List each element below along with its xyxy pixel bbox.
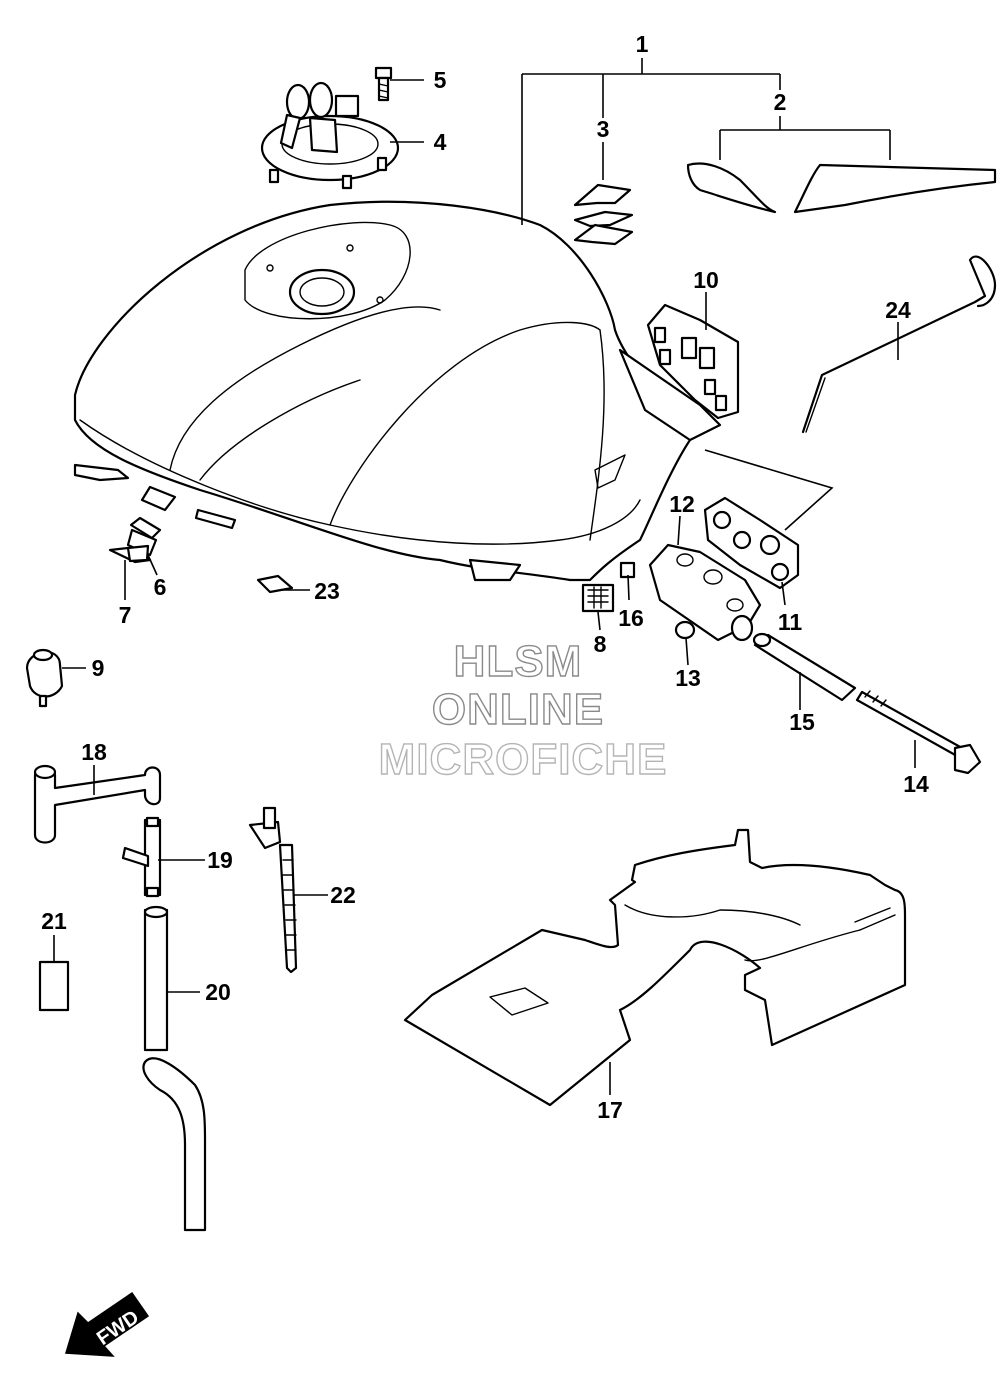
fuel-cap[interactable] xyxy=(260,81,400,190)
callout-10: 10 xyxy=(693,267,719,293)
nut[interactable] xyxy=(674,620,696,640)
callout-23: 23 xyxy=(314,578,340,604)
grommet[interactable] xyxy=(126,516,162,557)
tee-joint[interactable] xyxy=(121,816,162,898)
callout-16: 16 xyxy=(618,605,644,631)
callout-18: 18 xyxy=(81,739,107,765)
fuel-tank[interactable] xyxy=(73,200,722,582)
callout-9: 9 xyxy=(92,655,105,681)
callout-7: 7 xyxy=(119,602,132,628)
callout-2: 2 xyxy=(774,89,787,115)
watermark: HLSM ONLINE MICROFICHE xyxy=(378,636,668,784)
damper-cap[interactable] xyxy=(25,648,64,708)
callout-19: 19 xyxy=(207,847,233,873)
callout-21: 21 xyxy=(41,908,67,934)
rubber-pad[interactable] xyxy=(581,583,615,613)
callout-8: 8 xyxy=(594,631,607,657)
watermark-line-1: HLSM xyxy=(454,637,583,686)
clip-nut[interactable] xyxy=(619,561,636,579)
leader-lines xyxy=(53,58,916,1095)
hinge-bolt[interactable] xyxy=(855,690,982,775)
callout-17: 17 xyxy=(597,1097,623,1123)
watermark-line-3: MICROFICHE xyxy=(379,735,668,784)
breather-hose-upper[interactable] xyxy=(33,764,162,844)
hinge-bracket-assembly[interactable] xyxy=(648,496,800,642)
callout-5: 5 xyxy=(434,67,447,93)
callout-12: 12 xyxy=(669,491,695,517)
caution-label[interactable] xyxy=(256,574,294,594)
callout-14: 14 xyxy=(903,771,929,797)
callout-4: 4 xyxy=(434,129,447,155)
callout-15: 15 xyxy=(789,709,815,735)
callout-6: 6 xyxy=(154,574,167,600)
callout-1: 1 xyxy=(636,31,649,57)
heat-insulator[interactable] xyxy=(403,828,907,1107)
cap-bolt[interactable] xyxy=(374,66,393,102)
callout-labels: 1 2 3 4 5 6 7 8 9 10 11 12 13 14 15 16 1… xyxy=(41,31,929,1123)
info-label[interactable] xyxy=(38,960,70,1012)
callout-20: 20 xyxy=(205,979,231,1005)
callout-3: 3 xyxy=(597,116,610,142)
side-decal[interactable] xyxy=(686,162,997,214)
cushion[interactable] xyxy=(108,544,152,564)
callout-22: 22 xyxy=(330,882,356,908)
watermark-line-2: ONLINE xyxy=(432,685,604,734)
fwd-arrow-icon xyxy=(65,1291,150,1357)
fwd-direction-indicator: FWD xyxy=(65,1291,150,1357)
tank-emblem[interactable] xyxy=(573,183,634,246)
callout-11: 11 xyxy=(778,609,803,635)
prop-rod[interactable] xyxy=(801,255,997,434)
collar[interactable] xyxy=(752,632,857,702)
tank-bracket-upper[interactable] xyxy=(646,303,740,420)
callout-13: 13 xyxy=(675,665,701,691)
breather-hose-lower[interactable] xyxy=(142,905,207,1232)
cable-tie[interactable] xyxy=(248,806,298,974)
callout-24: 24 xyxy=(885,297,911,323)
